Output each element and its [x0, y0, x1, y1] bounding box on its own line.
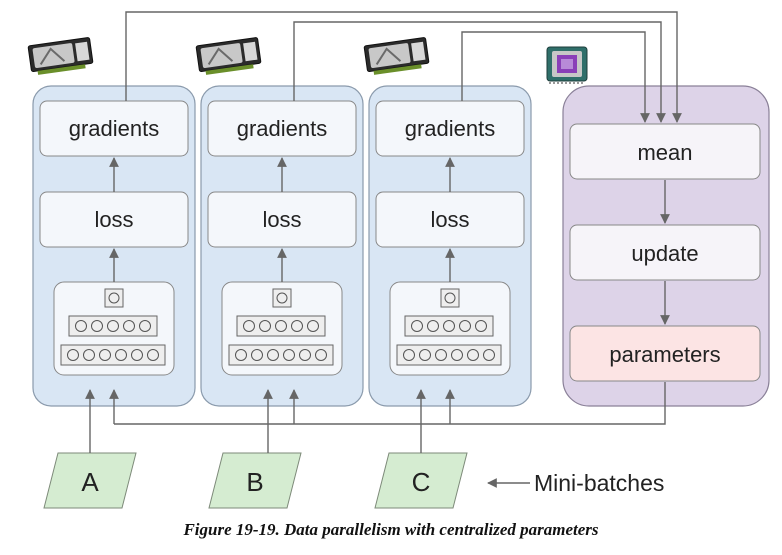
gradients-label: gradients: [237, 116, 328, 141]
parameters-box: [569, 325, 761, 382]
gpu-icon: [363, 37, 430, 75]
batch-label: C: [412, 467, 431, 497]
update-box: [569, 224, 761, 281]
gradients-box: [39, 100, 189, 157]
minibatch-c: C: [374, 389, 468, 509]
batch-label: A: [81, 467, 99, 497]
parameters-label: parameters: [609, 342, 720, 367]
worker-1: gradients loss: [32, 85, 196, 407]
loss-label: loss: [262, 207, 301, 232]
cpu-icon: [546, 46, 588, 84]
neural-network-icon: [389, 281, 511, 376]
batch-label: B: [246, 467, 263, 497]
data-parallelism-diagram: gradients loss gradients l: [27, 11, 770, 509]
mean-label: mean: [637, 140, 692, 165]
worker-3: gradients loss: [368, 85, 532, 407]
loss-label: loss: [94, 207, 133, 232]
minibatches-label: Mini-batches: [534, 470, 664, 496]
gradients-box: [207, 100, 357, 157]
update-label: update: [631, 241, 698, 266]
minibatch-a: A: [43, 389, 137, 509]
gradient-connectors: [125, 11, 682, 123]
gradients-box: [375, 100, 525, 157]
mean-box: [569, 123, 761, 180]
gpu-icon: [195, 37, 262, 75]
parameter-server: mean update parameters: [562, 85, 770, 407]
parameter-connectors: [109, 382, 666, 425]
gradients-label: gradients: [69, 116, 160, 141]
gpu-icon: [27, 37, 94, 75]
worker-2: gradients loss: [200, 85, 364, 407]
neural-network-icon: [221, 281, 343, 376]
neural-network-icon: [53, 281, 175, 376]
loss-label: loss: [430, 207, 469, 232]
minibatch-b: B: [208, 389, 302, 509]
figure-caption: Figure 19-19. Data parallelism with cent…: [183, 520, 599, 539]
gradients-label: gradients: [405, 116, 496, 141]
